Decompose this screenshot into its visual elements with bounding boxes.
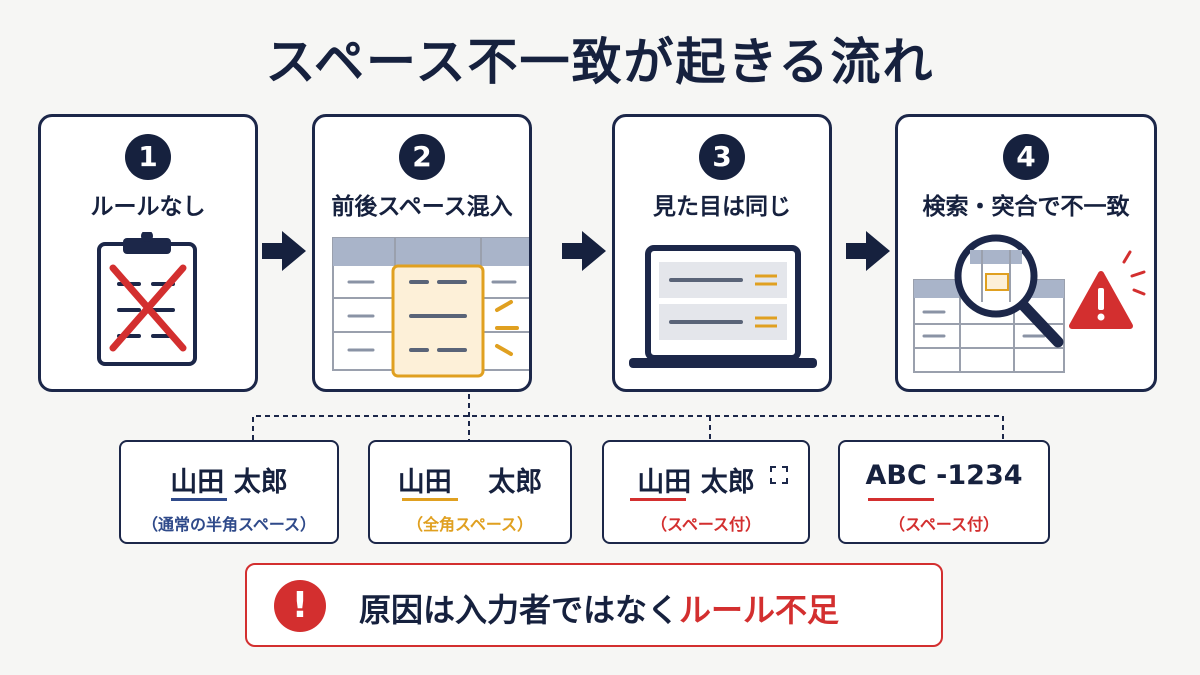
- example-card-4: ABC -1234 （スペース付）: [838, 440, 1050, 544]
- step-number-3: 3: [699, 134, 745, 180]
- step-number-4: 4: [1003, 134, 1049, 180]
- step-card-4: 4 検索・突合で不一致: [895, 114, 1157, 392]
- example-note-1: （通常の半角スペース）: [141, 515, 317, 534]
- example-card-2: 山田 太郎 （全角スペース）: [368, 440, 572, 544]
- example-note-4: （スペース付）: [888, 515, 1000, 534]
- conclusion-box: ! 原因は入力者ではなくルール不足: [245, 563, 943, 647]
- step-label-2: 前後スペース混入: [331, 194, 513, 220]
- step-card-1: 1 ルールなし: [38, 114, 258, 392]
- example-text-1: 山田 太郎: [170, 467, 288, 498]
- exclamation-icon: !: [274, 580, 326, 632]
- page-title: スペース不一致が起きる流れ: [265, 33, 935, 91]
- example-card-3: 山田 太郎 （スペース付）: [602, 440, 810, 544]
- example-card-1: 山田 太郎 （通常の半角スペース）: [119, 440, 339, 544]
- arrow-right-icon: [262, 231, 306, 271]
- space-marker-icon: [770, 466, 788, 484]
- step-label-3: 見た目は同じ: [653, 194, 791, 220]
- conclusion-highlight: ルール不足: [679, 591, 840, 629]
- step-card-2: 2 前後スペース混入: [312, 114, 532, 392]
- example-note-2: （全角スペース）: [406, 515, 534, 534]
- example-text-2: 山田 太郎: [397, 467, 543, 498]
- example-underline-1: [171, 498, 227, 501]
- clipboard-crossed-icon: [97, 232, 197, 366]
- arrow-right-icon: [562, 231, 606, 271]
- step-number-1: 1: [125, 134, 171, 180]
- example-underline-4: [868, 498, 934, 501]
- example-underline-2: [402, 498, 458, 501]
- example-underline-3: [630, 498, 686, 501]
- arrow-right-icon: [846, 231, 890, 271]
- step-label-1: ルールなし: [90, 194, 206, 220]
- example-text-3: 山田 太郎: [637, 467, 755, 498]
- magnifier-warning-icon: [913, 234, 1146, 373]
- step-number-2: 2: [399, 134, 445, 180]
- step-card-3: 3 見た目は同じ: [612, 114, 832, 392]
- step-label-4: 検索・突合で不一致: [922, 194, 1130, 220]
- laptop-icon: [629, 245, 817, 368]
- conclusion-text: 原因は入力者ではなくルール不足: [359, 585, 839, 631]
- example-text-4: ABC -1234: [865, 460, 1023, 491]
- example-note-3: （スペース付）: [650, 515, 762, 534]
- conclusion-prefix: 原因は入力者ではなく: [359, 591, 680, 629]
- spreadsheet-highlight-icon: [332, 237, 529, 378]
